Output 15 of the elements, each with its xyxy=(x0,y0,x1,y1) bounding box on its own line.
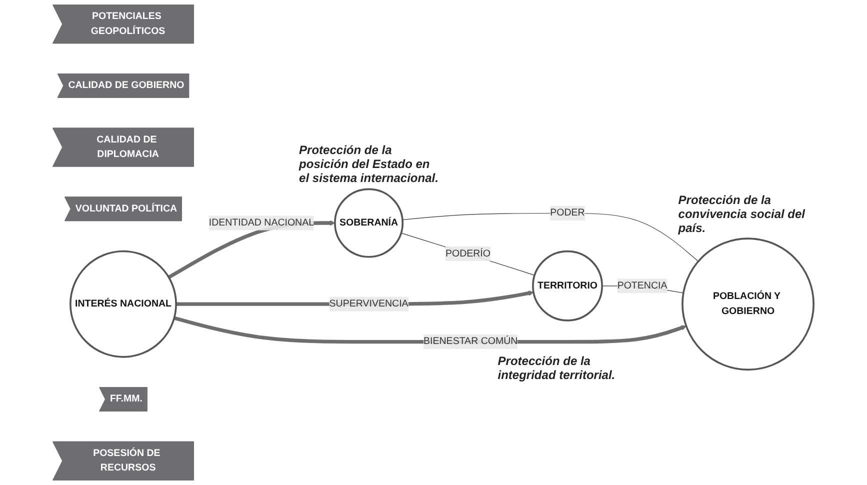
node-circle: POBLACIÓN Y GOBIERNO xyxy=(682,238,815,371)
edge-label: SUPERVIVENCIA xyxy=(330,298,409,309)
node-circle: TERRITORIO xyxy=(532,250,604,322)
edge-label: BIENESTAR COMÚN xyxy=(424,336,518,347)
edge-label: PODER xyxy=(550,208,586,218)
node-circle: INTERÉS NACIONAL xyxy=(70,250,178,358)
node-circle: SOBERANÍA xyxy=(334,188,404,258)
caption-note: Protección de la integridad territorial. xyxy=(498,354,616,382)
connector xyxy=(402,212,699,262)
edge-label: PODERÍO xyxy=(446,248,491,259)
connector xyxy=(401,232,536,276)
caption-note: Protección de la posición del Estado en el sistema internacional. xyxy=(299,143,440,186)
edge-label: POTENCIA xyxy=(618,280,668,291)
edge-label: IDENTIDAD NACIONAL xyxy=(209,218,314,228)
caption-note: Protección de la convivencia social del país. xyxy=(678,192,806,235)
